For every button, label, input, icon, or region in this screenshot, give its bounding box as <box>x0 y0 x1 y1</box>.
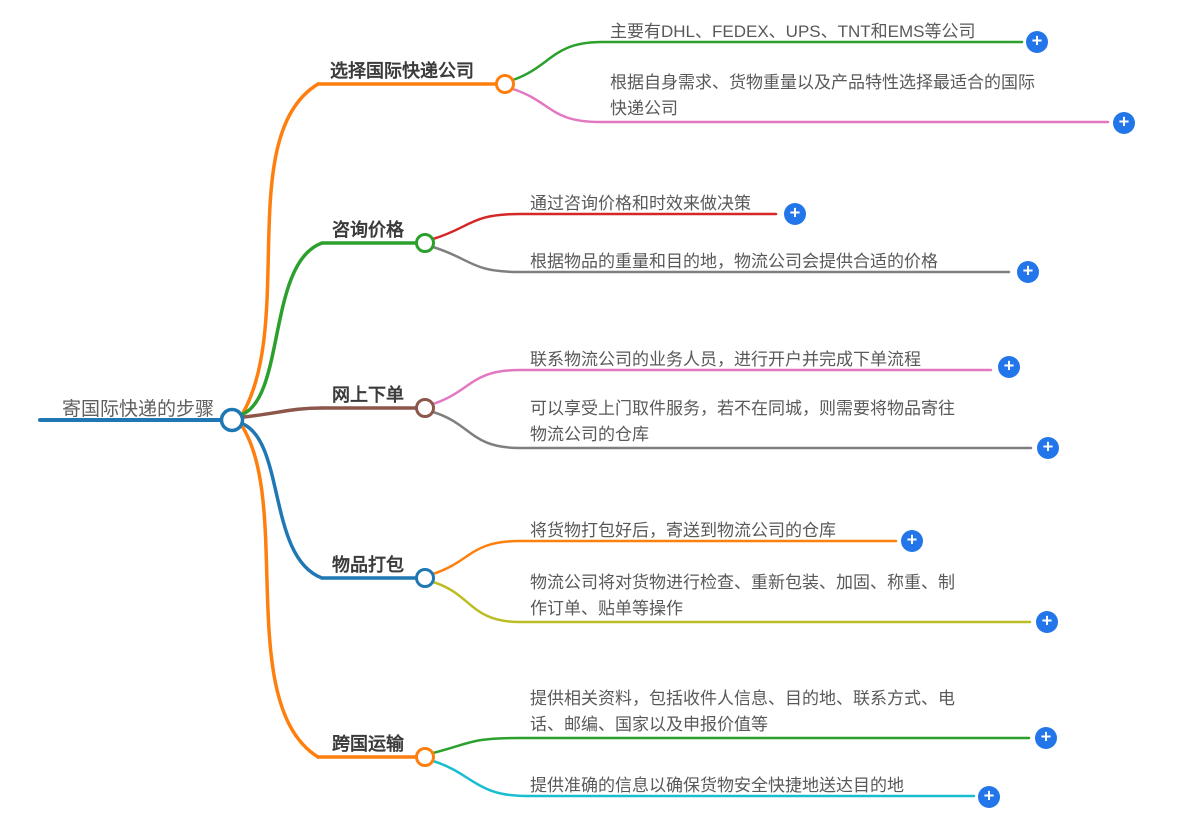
branch-1-handle[interactable] <box>495 74 515 94</box>
add-child-button[interactable]: + <box>1036 611 1058 633</box>
plus-icon: + <box>1022 261 1034 281</box>
plus-icon: + <box>1040 727 1052 747</box>
leaf-line-4-1 <box>431 539 898 576</box>
add-child-button[interactable]: + <box>1035 727 1057 749</box>
add-child-button[interactable]: + <box>1017 261 1039 283</box>
leaf-line-4-2 <box>431 580 1032 624</box>
plus-icon: + <box>789 203 801 223</box>
leaf-node[interactable]: 通过咨询价格和时效来做决策 <box>530 194 751 213</box>
leaf-line-1-2 <box>511 87 1110 124</box>
plus-icon: + <box>983 786 995 806</box>
branch-node-online-order[interactable]: 网上下单 <box>332 385 404 405</box>
leaf-line-5-2 <box>431 759 976 798</box>
plus-icon: + <box>1118 112 1130 132</box>
add-child-button[interactable]: + <box>1026 31 1048 53</box>
leaf-node[interactable]: 联系物流公司的业务人员，进行开户并完成下单流程 <box>530 350 921 369</box>
root-node-label[interactable]: 寄国际快递的步骤 <box>62 399 215 420</box>
branch-node-choose-company[interactable]: 选择国际快递公司 <box>330 61 474 81</box>
leaf-node[interactable]: 根据物品的重量和目的地，物流公司会提供合适的价格 <box>530 252 938 271</box>
branch-5-handle[interactable] <box>415 747 435 767</box>
leaf-line-3-2 <box>431 410 1033 450</box>
leaf-node[interactable]: 将货物打包好后，寄送到物流公司的仓库 <box>530 521 836 540</box>
branch-connector-2 <box>241 241 324 416</box>
branch-node-packing[interactable]: 物品打包 <box>332 555 404 575</box>
leaf-line-5-1 <box>431 736 1031 755</box>
add-child-button[interactable]: + <box>978 786 1000 808</box>
leaf-line-3-1 <box>431 368 993 406</box>
leaf-node[interactable]: 提供相关资料，包括收件人信息、目的地、联系方式、电 话、邮编、国家以及申报价值等 <box>530 689 955 734</box>
add-child-button[interactable]: + <box>1113 112 1135 134</box>
plus-icon: + <box>1003 356 1015 376</box>
plus-icon: + <box>1041 611 1053 631</box>
branch-connector-5 <box>240 424 320 759</box>
branch-node-ask-price[interactable]: 咨询价格 <box>332 220 404 240</box>
leaf-node[interactable]: 可以享受上门取件服务，若不在同城，则需要将物品寄往 物流公司的仓库 <box>530 399 955 444</box>
branch-4-handle[interactable] <box>415 568 435 588</box>
leaf-node[interactable]: 物流公司将对货物进行检查、重新包装、加固、称重、制 作订单、贴单等操作 <box>530 573 955 618</box>
leaf-node[interactable]: 根据自身需求、货物重量以及产品特性选择最适合的国际 快递公司 <box>610 73 1035 118</box>
root-node-handle[interactable] <box>219 407 245 433</box>
branch-connector-4 <box>241 422 324 580</box>
branch-connector-3 <box>242 406 324 419</box>
branch-2-handle[interactable] <box>415 233 435 253</box>
plus-icon: + <box>1042 437 1054 457</box>
leaf-line-2-1 <box>431 212 778 241</box>
leaf-line-2-2 <box>431 245 1011 274</box>
leaf-node[interactable]: 主要有DHL、FEDEX、UPS、TNT和EMS等公司 <box>610 22 976 41</box>
add-child-button[interactable]: + <box>998 356 1020 378</box>
plus-icon: + <box>906 530 918 550</box>
add-child-button[interactable]: + <box>784 203 806 225</box>
leaf-line-1-1 <box>511 40 1024 82</box>
branch-connector-1 <box>241 82 320 415</box>
branch-3-handle[interactable] <box>415 398 435 418</box>
leaf-node[interactable]: 提供准确的信息以确保货物安全快捷地送达目的地 <box>530 776 904 795</box>
add-child-button[interactable]: + <box>1037 437 1059 459</box>
branch-node-cross-transport[interactable]: 跨国运输 <box>332 734 404 754</box>
plus-icon: + <box>1031 31 1043 51</box>
add-child-button[interactable]: + <box>901 530 923 552</box>
